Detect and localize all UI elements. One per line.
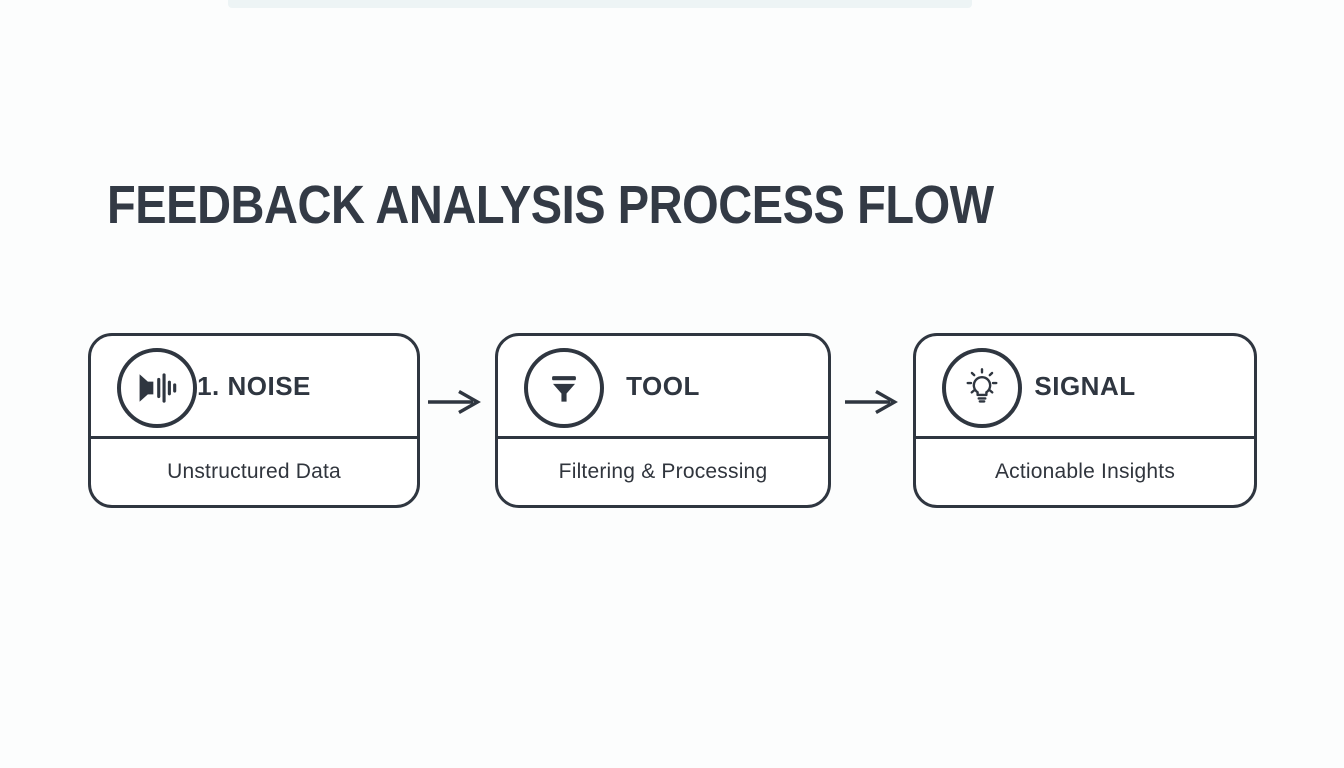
lightbulb-icon <box>942 348 1022 428</box>
step-box-tool: TOOL Filtering & Processing <box>495 333 831 508</box>
step-sublabel: Filtering & Processing <box>558 460 768 483</box>
speaker-waveform-icon <box>117 348 197 428</box>
step-header-noise: 1. NOISE <box>91 336 417 439</box>
step-sublabel: Unstructured Data <box>167 460 341 483</box>
arrow-right-icon <box>427 389 481 415</box>
step-box-signal: SIGNAL Actionable Insights <box>913 333 1257 508</box>
top-edge-artifact <box>228 0 972 8</box>
step-header-tool: TOOL <box>498 336 828 439</box>
step-label: 1. NOISE <box>197 370 311 401</box>
step-label: SIGNAL <box>1034 370 1136 401</box>
step-label: TOOL <box>626 370 700 401</box>
page-title: FEEDBACK ANALYSIS PROCESS FLOW <box>107 175 994 236</box>
step-sublabel: Actionable Insights <box>994 460 1176 483</box>
arrow-right-icon <box>844 389 898 415</box>
step-header-signal: SIGNAL <box>916 336 1254 439</box>
funnel-icon <box>524 348 604 428</box>
step-box-noise: 1. NOISE Unstructured Data <box>88 333 420 508</box>
